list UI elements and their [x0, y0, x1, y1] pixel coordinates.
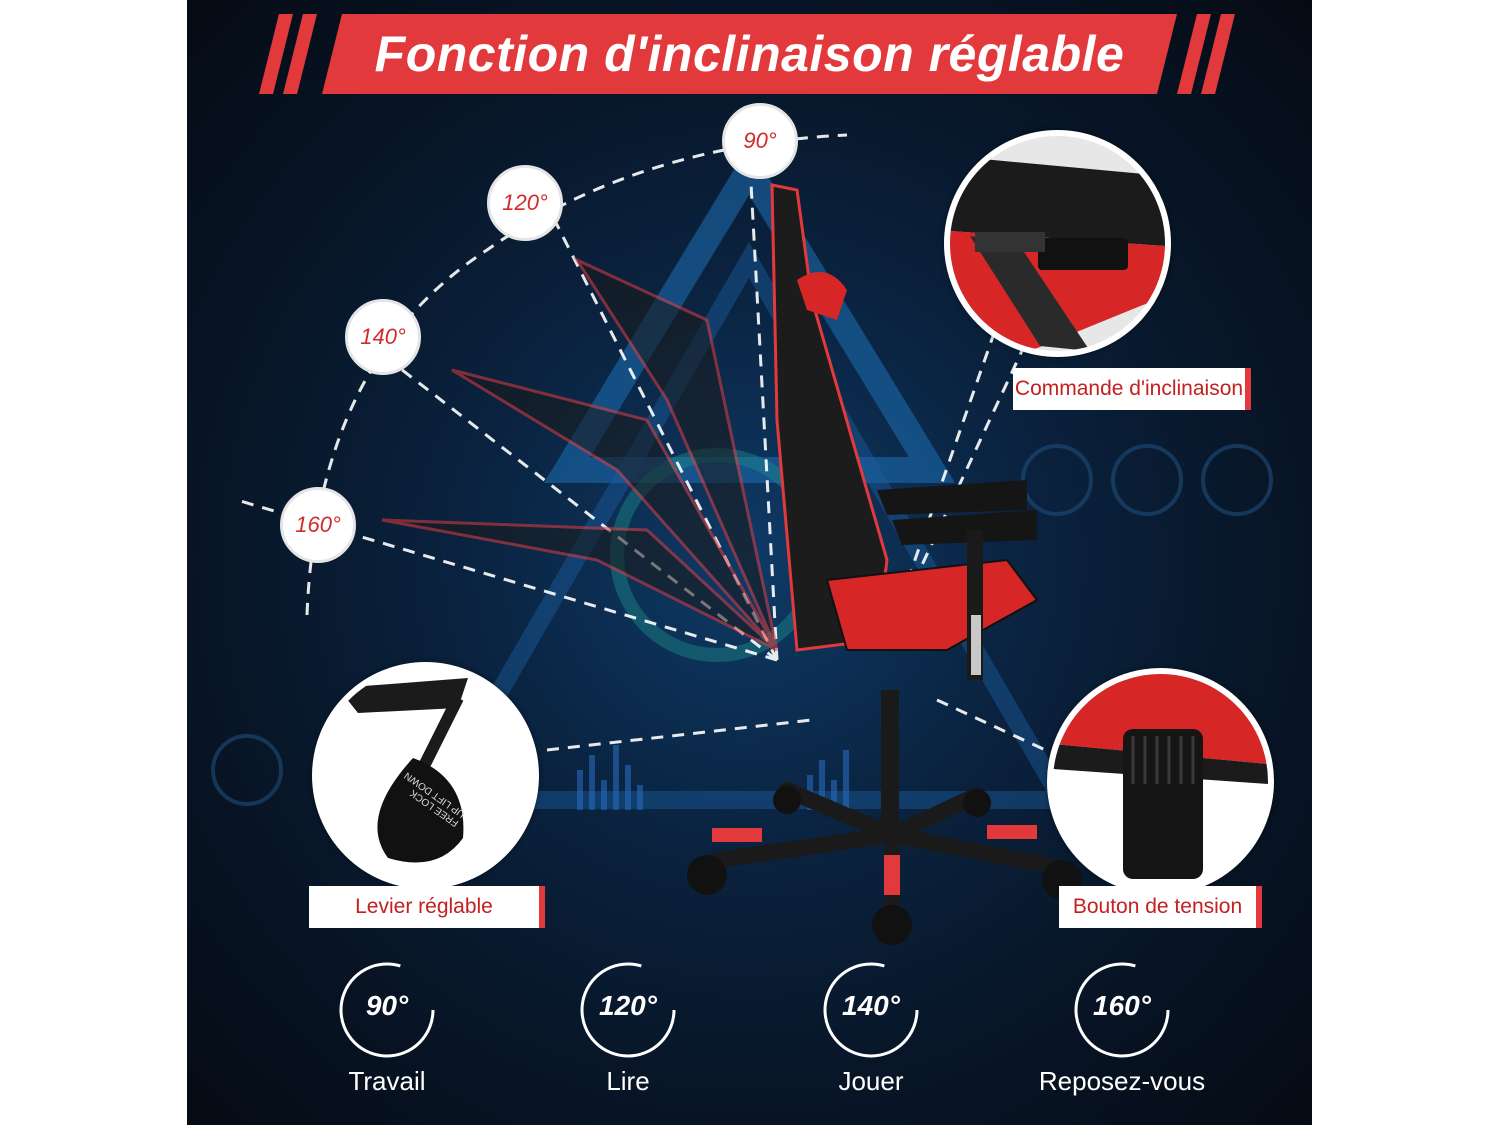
mode-degree: 120°	[599, 990, 657, 1021]
adjustable-lever-detail: FREE LOCK UP LIFT DOWN	[312, 662, 539, 889]
mode-work: 90° Travail	[327, 960, 447, 1097]
tension-knob-label: Bouton de tension	[1059, 886, 1262, 928]
mode-label: Jouer	[838, 1066, 904, 1096]
mode-ring-icon	[1074, 962, 1170, 1058]
recline-control-label: Commande d'inclinaison	[1013, 368, 1251, 410]
adjustable-lever-label: Levier réglable	[309, 886, 545, 928]
angle-marker-90: 90°	[722, 103, 798, 179]
angle-marker-140: 140°	[345, 299, 421, 375]
angle-marker-120: 120°	[487, 165, 563, 241]
lever-image	[318, 668, 533, 883]
mode-degree: 90°	[365, 990, 409, 1021]
mode-ring-icon	[823, 962, 919, 1058]
mode-degree: 160°	[1093, 990, 1151, 1021]
tension-knob-detail	[1047, 668, 1274, 895]
mode-read: 120° Lire	[568, 960, 688, 1097]
tension-knob-image	[1053, 674, 1268, 889]
mode-ring-icon	[580, 962, 676, 1058]
mode-play: 140° Jouer	[811, 960, 931, 1097]
recline-handle-image	[950, 136, 1165, 351]
mode-rest: 160° Reposez-vous	[1022, 960, 1222, 1097]
mode-label: Lire	[606, 1066, 650, 1096]
angle-marker-160: 160°	[280, 487, 356, 563]
mode-ring-icon	[339, 962, 435, 1058]
page-title: Fonction d'inclinaison réglable	[374, 26, 1125, 82]
recline-diagram	[236, 109, 1082, 945]
mode-degree: 140°	[842, 990, 900, 1021]
recline-control-detail	[944, 130, 1171, 357]
mode-label: Travail	[348, 1066, 426, 1096]
product-image: Fonction d'inclinaison réglable	[187, 0, 1312, 1125]
mode-label: Reposez-vous	[1038, 1066, 1206, 1096]
